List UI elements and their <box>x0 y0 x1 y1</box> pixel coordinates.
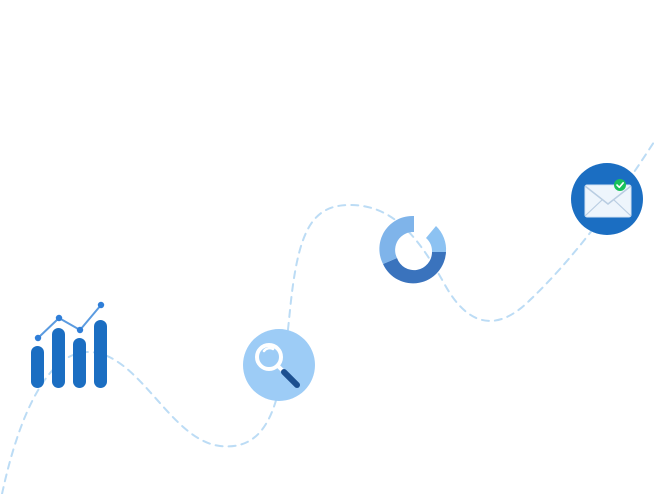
bar-chart-icon <box>31 301 107 388</box>
email-verified-icon <box>571 163 643 235</box>
donut-chart-icon <box>379 215 447 284</box>
journey-path-line <box>1 141 654 494</box>
magnifier-icon <box>243 329 315 401</box>
